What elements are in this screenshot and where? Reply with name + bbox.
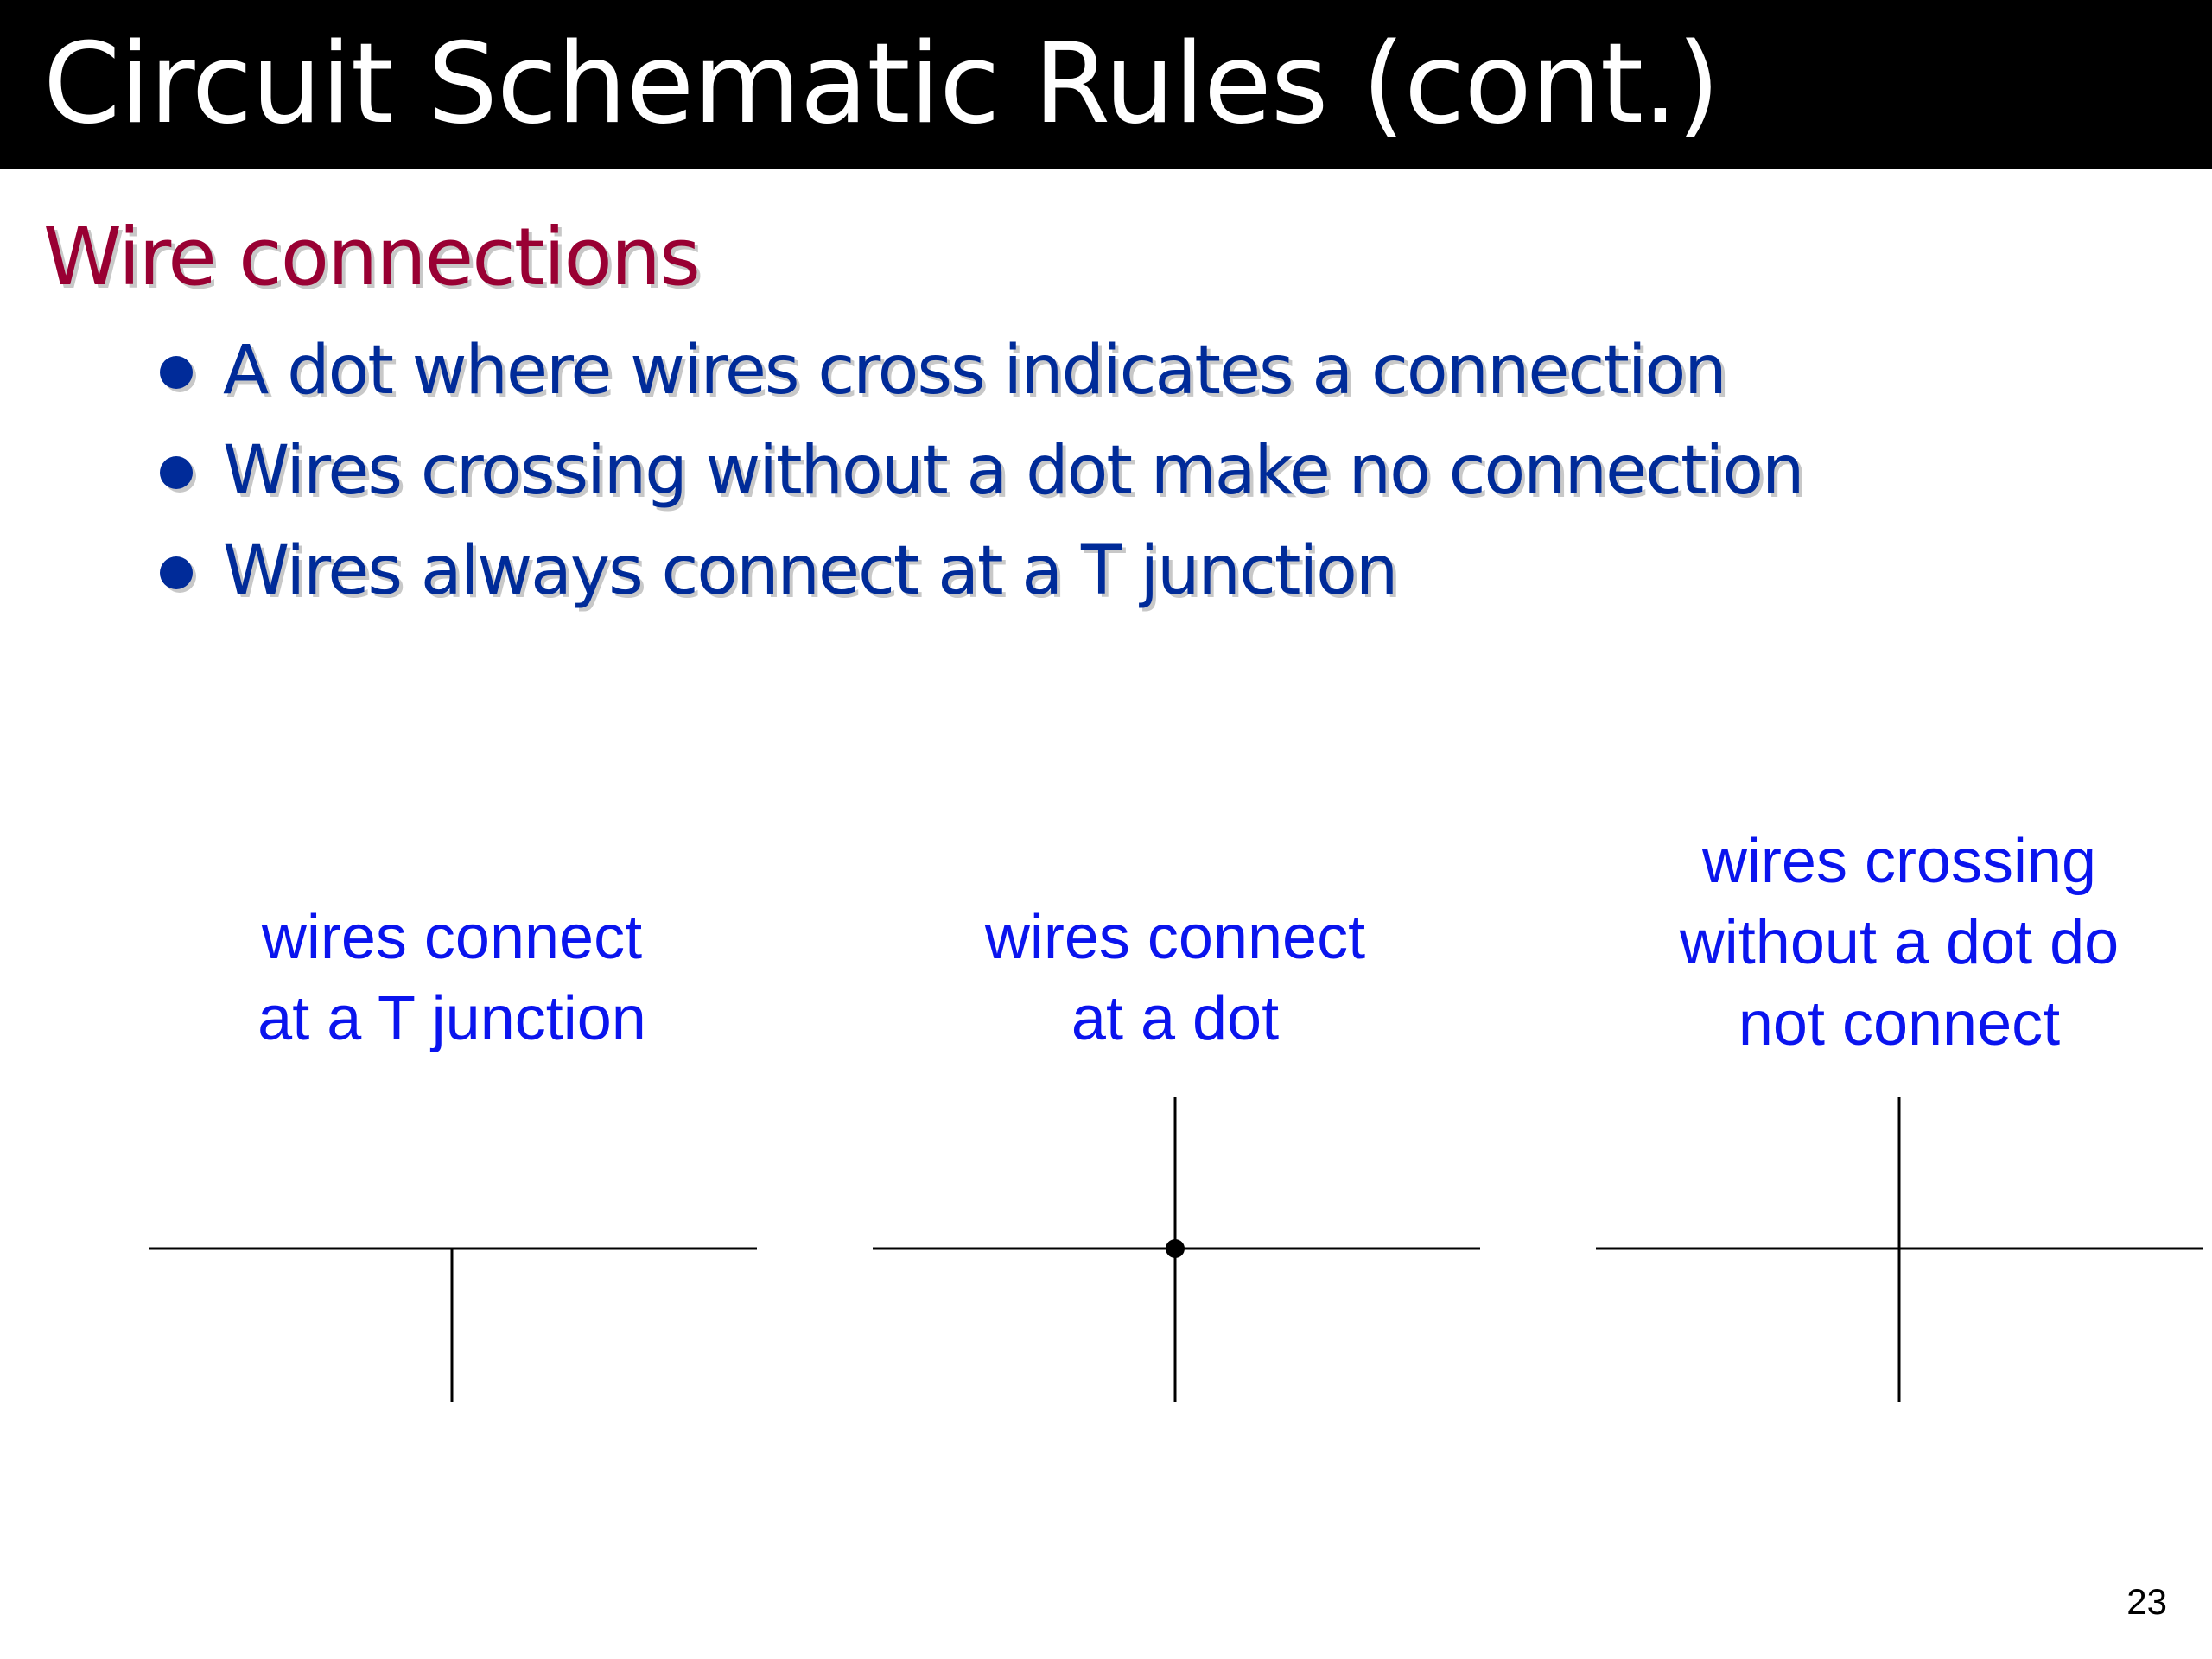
bullet-dot-icon [160,456,193,489]
bullet-text: A dot where wires cross indicates a conn… [223,332,1727,410]
caption-line: at a T junction [257,984,646,1053]
bullet-text: Wires always connect at a T junction [223,532,1398,610]
title-bar: Circuit Schematic Rules (cont.) [0,0,2212,169]
cross-no-dot-diagram [1596,1097,2203,1402]
page-number: 23 [2126,1581,2167,1622]
caption-line: at a dot [1071,984,1280,1053]
junction-dot [1166,1239,1185,1258]
caption-line: wires connect [261,903,643,972]
caption-line: wires crossing [1701,827,2097,896]
bullet-dot-icon [160,356,193,389]
caption-line: wires connect [984,903,1366,972]
bullet-text: Wires crossing without a dot make no con… [223,432,1804,510]
caption-cross-no-dot: wires crossing without a dot do not conn… [1623,821,2176,1065]
cross-with-dot-diagram [873,1097,1480,1402]
caption-line: without a dot do [1679,908,2120,977]
t-junction-diagram [149,1247,757,1402]
caption-line: not connect [1738,989,2061,1058]
section-heading: Wire connections [43,211,701,303]
caption-cross-with-dot: wires connect at a dot [899,897,1452,1059]
caption-t-junction: wires connect at a T junction [175,897,728,1059]
slide-title: Circuit Schematic Rules (cont.) [43,20,1720,149]
bullet-dot-icon [160,556,193,589]
